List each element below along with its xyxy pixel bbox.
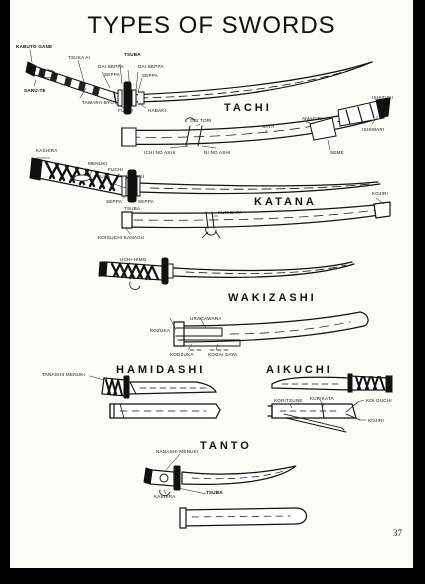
- wakizashi-scabbard: [173, 311, 369, 351]
- label-koritsune: KORITSUNE: [274, 398, 303, 403]
- label-ni-no-ashi: NI NO ASHI: [204, 150, 231, 155]
- hamidashi-scabbard: [109, 403, 221, 419]
- katana-handle: [29, 157, 129, 197]
- label-amagiri: AMAGIRI: [302, 116, 323, 121]
- section-title-hamidashi: HAMIDASHI: [116, 364, 206, 376]
- tachi-tsuba: [117, 81, 145, 115]
- label-tawara-byo: TAWARA-BYO: [82, 100, 115, 105]
- label-kodzuka: KODZUKA: [170, 352, 194, 357]
- label-ishiwari: ISHIWARI: [362, 127, 385, 132]
- label-koi-guchi: KOI GUCHI: [366, 398, 392, 403]
- label-fuchi-tachi: FUCHI: [118, 108, 134, 113]
- label-menuki: MENUKI: [88, 161, 108, 166]
- label-seppa-right: SEPPA: [142, 73, 158, 78]
- wakizashi-handle: [98, 257, 174, 290]
- section-title-tachi: TACHI: [224, 102, 272, 114]
- label-uragawara: URAGAWARA: [190, 316, 222, 321]
- label-kashira-tanto: KASHIRA: [154, 494, 176, 499]
- label-nanashi-menuki: NANASHI MENUKI: [156, 449, 199, 454]
- label-kurikata: KURIKATA: [310, 396, 334, 401]
- section-title-aikuchi: AIKUCHI: [266, 364, 333, 376]
- tachi-scabbard: [121, 97, 391, 147]
- document-page: TYPES OF SWORDS KABUTO GANE SARU-TE TSUK…: [10, 0, 413, 568]
- label-kashira-katana: KASHIRA: [36, 148, 58, 153]
- label-kurigata: KURIGATA: [218, 210, 243, 215]
- label-kojiri-aikuchi: KOJIRI: [368, 418, 385, 423]
- label-seppa-katana-left: SEPPA: [106, 199, 122, 204]
- label-seppa-left: SEPPA: [104, 72, 120, 77]
- label-ishizuki: ISHIZUKI: [372, 95, 393, 100]
- label-tsuba-tachi: TSUBA: [124, 52, 141, 57]
- label-tanashii-menuki: TANASHII MENUKI: [42, 372, 85, 377]
- tachi-handle: [25, 61, 123, 105]
- label-tsuka-ai: TSUKA AI: [68, 55, 91, 60]
- label-dai-seppa-left: DAI SEPPA: [98, 64, 124, 69]
- section-title-wakizashi: WAKIZASHI: [228, 292, 317, 304]
- tachi-blade: [127, 61, 373, 103]
- label-kozuka: KOZUKA: [150, 328, 171, 333]
- label-fuchi-katana: FUCHI: [108, 167, 124, 172]
- label-ichi-no-ashi: ICHI NO ASHI: [144, 150, 176, 155]
- wakizashi-blade: [173, 261, 355, 278]
- hamidashi-knife: [101, 375, 217, 399]
- page-number: 37: [393, 528, 402, 538]
- label-saya-tachi: SAYA: [262, 124, 275, 129]
- label-saru-te: SARU-TE: [24, 88, 46, 93]
- tanto-scabbard: [179, 507, 308, 529]
- label-kabuto-gane: KABUTO GANE: [16, 44, 53, 49]
- label-habaki-tachi: HABAKI: [148, 108, 167, 113]
- katana-blade: [137, 181, 381, 195]
- label-uchi-himo: UCHI-HIMO: [120, 257, 147, 262]
- label-leader-lines: [29, 49, 385, 495]
- label-koiguchi-kanagu: KOIGUCHI KANAGU: [98, 235, 145, 240]
- section-title-katana: KATANA: [254, 196, 317, 208]
- label-seme: SEME: [330, 150, 344, 155]
- katana-scabbard: [121, 201, 391, 239]
- aikuchi-knife: [271, 373, 393, 393]
- label-seppa-katana-right: SEPPA: [138, 199, 154, 204]
- label-tsuba-katana: TSUBA: [124, 206, 141, 211]
- label-habaki-katana: HABAKI: [126, 174, 145, 179]
- aikuchi-scabbard: [267, 401, 361, 433]
- label-dai-seppa-right: DAI SEPPA: [138, 64, 164, 69]
- tanto-knife: [143, 465, 297, 496]
- katana-tsuba: [121, 169, 141, 203]
- sword-illustrations: [25, 49, 393, 529]
- label-kojiri-katana: KOJIRI: [372, 191, 389, 196]
- label-kogai-saya: KOGAI SAYA: [208, 352, 238, 357]
- section-title-tanto: TANTO: [200, 440, 252, 452]
- label-obi-tori: OBI TORI: [190, 118, 212, 123]
- label-tsuka: TSUKA: [94, 174, 111, 179]
- label-tsuba-tanto: TSUBA: [206, 490, 223, 495]
- page-title: TYPES OF SWORDS: [87, 12, 336, 39]
